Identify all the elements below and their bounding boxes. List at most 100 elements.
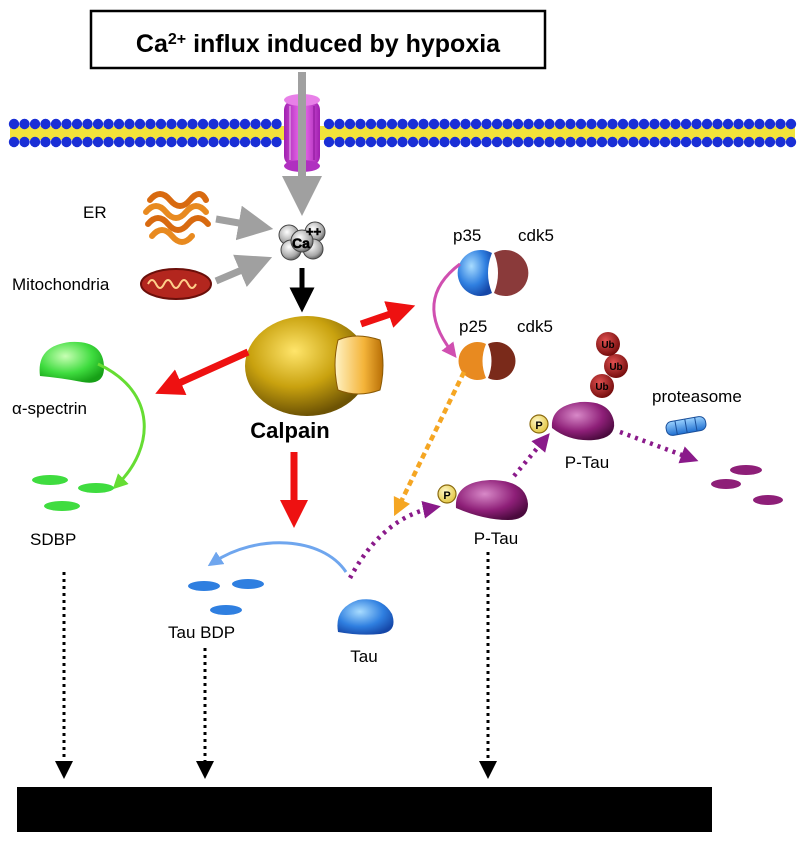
tau-phosphorylation-arrow bbox=[348, 500, 441, 580]
membrane-lipid-head bbox=[512, 136, 524, 148]
membrane-lipid-head bbox=[40, 136, 51, 148]
membrane-lipid-head bbox=[775, 136, 786, 148]
membrane-lipid-head bbox=[659, 118, 671, 130]
er-icon bbox=[143, 191, 211, 245]
membrane-lipid-head bbox=[575, 118, 587, 130]
membrane-lipid-head bbox=[271, 118, 282, 130]
ptau-lower-label: P-Tau bbox=[474, 529, 518, 548]
membrane-lipid-head bbox=[8, 136, 20, 148]
membrane-lipid-head bbox=[8, 118, 20, 130]
membrane-lipid-head bbox=[187, 118, 198, 130]
membrane-lipid-head bbox=[439, 118, 450, 130]
p25-cdk5-complex-icon bbox=[458, 342, 516, 381]
membrane-lipid-head bbox=[82, 118, 93, 130]
membrane-lipid-head bbox=[113, 118, 125, 130]
mitochondria-arrow bbox=[214, 254, 273, 287]
membrane-lipid-head bbox=[134, 118, 146, 130]
membrane-lipid-head bbox=[71, 136, 83, 148]
membrane-lipid-head bbox=[145, 118, 156, 130]
membrane-lipid-head bbox=[334, 118, 345, 130]
cell-death-bar bbox=[17, 787, 712, 832]
alpha-spectrin-icon bbox=[39, 341, 104, 383]
membrane-lipid-head bbox=[449, 136, 461, 148]
membrane-lipid-head bbox=[449, 118, 461, 130]
membrane-lipid-head bbox=[607, 136, 618, 148]
calcium-ion-label: Ca bbox=[292, 235, 310, 251]
cdk5-bottom-label: cdk5 bbox=[517, 317, 553, 336]
ptau-upper-label: P-Tau bbox=[565, 453, 609, 472]
membrane-lipid-head bbox=[61, 136, 72, 148]
membrane-lipid-head bbox=[691, 118, 702, 130]
tau-cleavage-arrow bbox=[207, 541, 348, 573]
p25-phosphorylation-arrow bbox=[393, 371, 467, 517]
membrane-lipid-head bbox=[754, 118, 765, 130]
membrane-lipid-head bbox=[229, 136, 240, 148]
membrane-lipid-head bbox=[61, 118, 72, 130]
membrane-lipid-head bbox=[92, 118, 104, 130]
membrane-lipid-head bbox=[470, 118, 482, 130]
membrane-lipid-head bbox=[565, 118, 576, 130]
membrane-lipid-head bbox=[418, 118, 429, 130]
membrane-lipid-head bbox=[722, 118, 734, 130]
cdk5-top-label: cdk5 bbox=[518, 226, 554, 245]
ptau-lower-icon bbox=[437, 480, 528, 520]
membrane-lipid-head bbox=[764, 118, 776, 130]
membrane-lipid-head bbox=[712, 118, 723, 130]
membrane-lipid-head bbox=[428, 118, 440, 130]
cell-death-label: Cell death bbox=[303, 797, 413, 823]
membrane-lipid-head bbox=[19, 118, 30, 130]
title-text: Ca2+ influx induced by hypoxia bbox=[136, 30, 501, 58]
membrane-lipid-head bbox=[155, 118, 167, 130]
membrane-lipid-head bbox=[250, 136, 261, 148]
membrane-lipid-head bbox=[460, 136, 471, 148]
membrane-lipid-head bbox=[344, 118, 356, 130]
p35-label: p35 bbox=[453, 226, 481, 245]
membrane-lipid-head bbox=[376, 118, 387, 130]
membrane-lipid-head bbox=[71, 118, 83, 130]
membrane-lipid-head bbox=[743, 136, 755, 148]
membrane-lipid-head bbox=[733, 118, 744, 130]
phospho-upper-label: P bbox=[535, 420, 542, 432]
membrane-lipid-head bbox=[418, 136, 429, 148]
mitochondria-icon bbox=[140, 268, 212, 300]
membrane-lipid-head bbox=[323, 136, 335, 148]
ub-label-1: Ub bbox=[595, 382, 608, 393]
membrane-lipid-head bbox=[607, 118, 618, 130]
membrane-lipid-head bbox=[439, 136, 450, 148]
membrane-lipid-head bbox=[680, 136, 692, 148]
proteasome-icon bbox=[665, 416, 707, 436]
membrane-lipid-head bbox=[680, 118, 692, 130]
membrane-lipid-head bbox=[565, 136, 576, 148]
membrane-lipid-head bbox=[92, 136, 104, 148]
membrane-lipid-head bbox=[376, 136, 387, 148]
membrane-lipid-head bbox=[554, 118, 566, 130]
membrane-lipid-head bbox=[176, 118, 188, 130]
membrane-lipid-head bbox=[197, 118, 209, 130]
membrane-lipid-head bbox=[103, 118, 114, 130]
membrane-lipid-head bbox=[50, 136, 62, 148]
calcium-ion-icon bbox=[278, 221, 326, 261]
membrane-lipid-head bbox=[386, 136, 398, 148]
membrane-lipid-head bbox=[512, 118, 524, 130]
p25-label: p25 bbox=[459, 317, 487, 336]
tau-label: Tau bbox=[350, 647, 377, 666]
sdbp-label: SDBP bbox=[30, 530, 76, 549]
membrane-lipid-head bbox=[575, 136, 587, 148]
membrane-lipid-head bbox=[187, 136, 198, 148]
sdbp-fragments-icon bbox=[32, 475, 114, 511]
phospho-lower-label: P bbox=[443, 490, 450, 502]
membrane-lipid-head bbox=[113, 136, 125, 148]
ubiquitin-chain-icon bbox=[590, 332, 628, 398]
membrane-lipid-head bbox=[407, 136, 419, 148]
tau-protein-icon bbox=[337, 599, 394, 635]
calpain-label: Calpain bbox=[250, 418, 329, 443]
membrane-lipid-head bbox=[733, 136, 744, 148]
membrane-lipid-head bbox=[659, 136, 671, 148]
membrane-lipid-head bbox=[344, 136, 356, 148]
membrane-lipid-head bbox=[617, 136, 629, 148]
membrane-lipid-head bbox=[29, 118, 41, 130]
membrane-lipid-head bbox=[586, 136, 597, 148]
membrane-lipid-head bbox=[785, 118, 797, 130]
membrane-lipid-head bbox=[460, 118, 471, 130]
